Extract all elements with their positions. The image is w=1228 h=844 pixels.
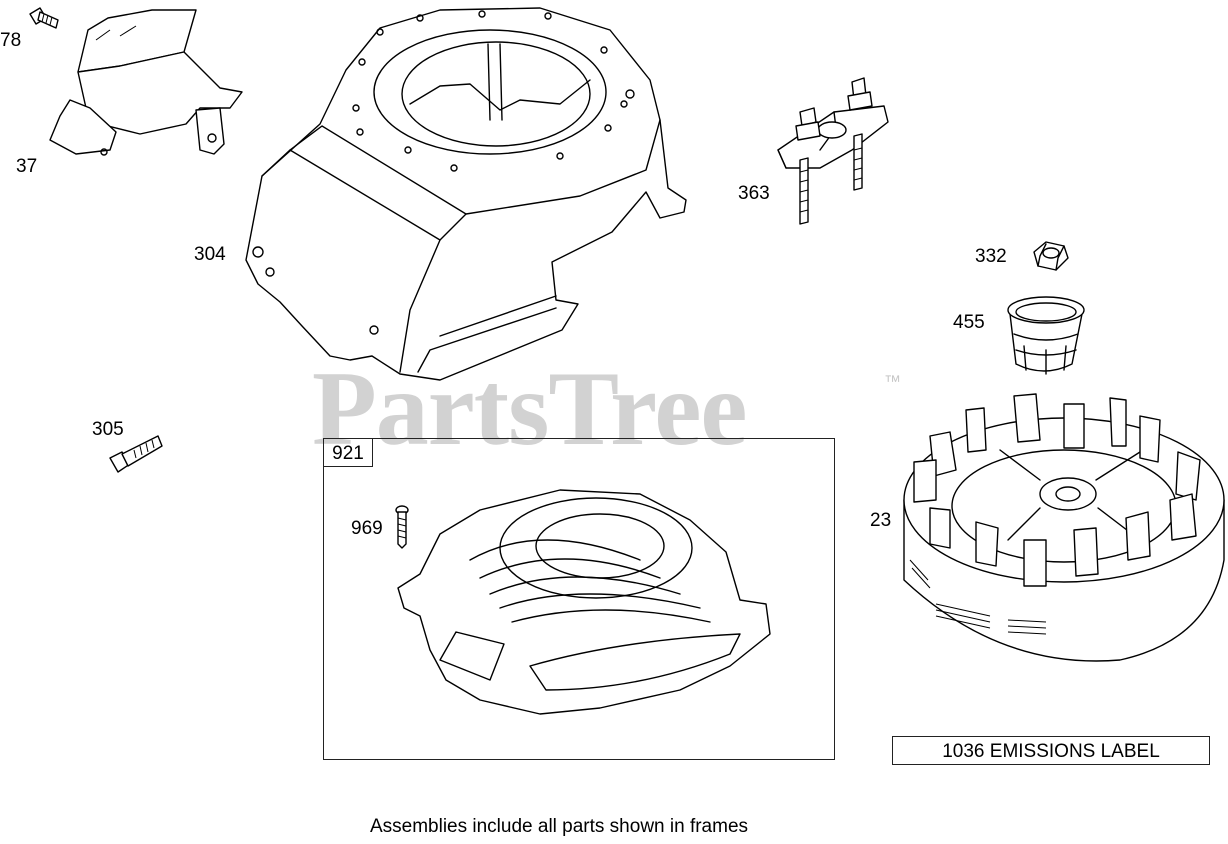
emissions-label-box[interactable]: 1036 EMISSIONS LABEL bbox=[892, 736, 1210, 765]
part-304-blower-housing[interactable] bbox=[245, 7, 687, 381]
partstree-watermark: PartsTree bbox=[312, 350, 747, 467]
part-921-blower-cover[interactable] bbox=[397, 489, 771, 715]
part-ref-332[interactable]: 332 bbox=[975, 246, 1007, 267]
part-ref-78[interactable]: 78 bbox=[0, 30, 22, 51]
part-332-nut[interactable] bbox=[1033, 241, 1069, 271]
part-ref-23[interactable]: 23 bbox=[870, 510, 892, 531]
part-ref-363[interactable]: 363 bbox=[738, 183, 770, 204]
part-ref-969[interactable]: 969 bbox=[351, 518, 383, 539]
part-ref-305[interactable]: 305 bbox=[92, 419, 124, 440]
part-ref-304[interactable]: 304 bbox=[194, 244, 226, 265]
part-969-screw[interactable] bbox=[395, 505, 409, 549]
trademark-symbol: ™ bbox=[884, 372, 901, 391]
assembly-frame-ref-921[interactable]: 921 bbox=[323, 438, 373, 467]
part-ref-455[interactable]: 455 bbox=[953, 312, 985, 333]
part-305-bolt[interactable] bbox=[109, 435, 163, 473]
assembly-frame bbox=[323, 438, 835, 760]
part-363-rocker-bracket[interactable] bbox=[777, 77, 889, 225]
part-78-screw[interactable] bbox=[29, 7, 59, 29]
part-23-flywheel[interactable] bbox=[903, 393, 1225, 662]
part-ref-37[interactable]: 37 bbox=[16, 156, 38, 177]
part-455-starter-cup[interactable] bbox=[1007, 296, 1085, 375]
part-37-air-guide[interactable] bbox=[49, 9, 243, 156]
assembly-caption: Assemblies include all parts shown in fr… bbox=[369, 816, 749, 837]
